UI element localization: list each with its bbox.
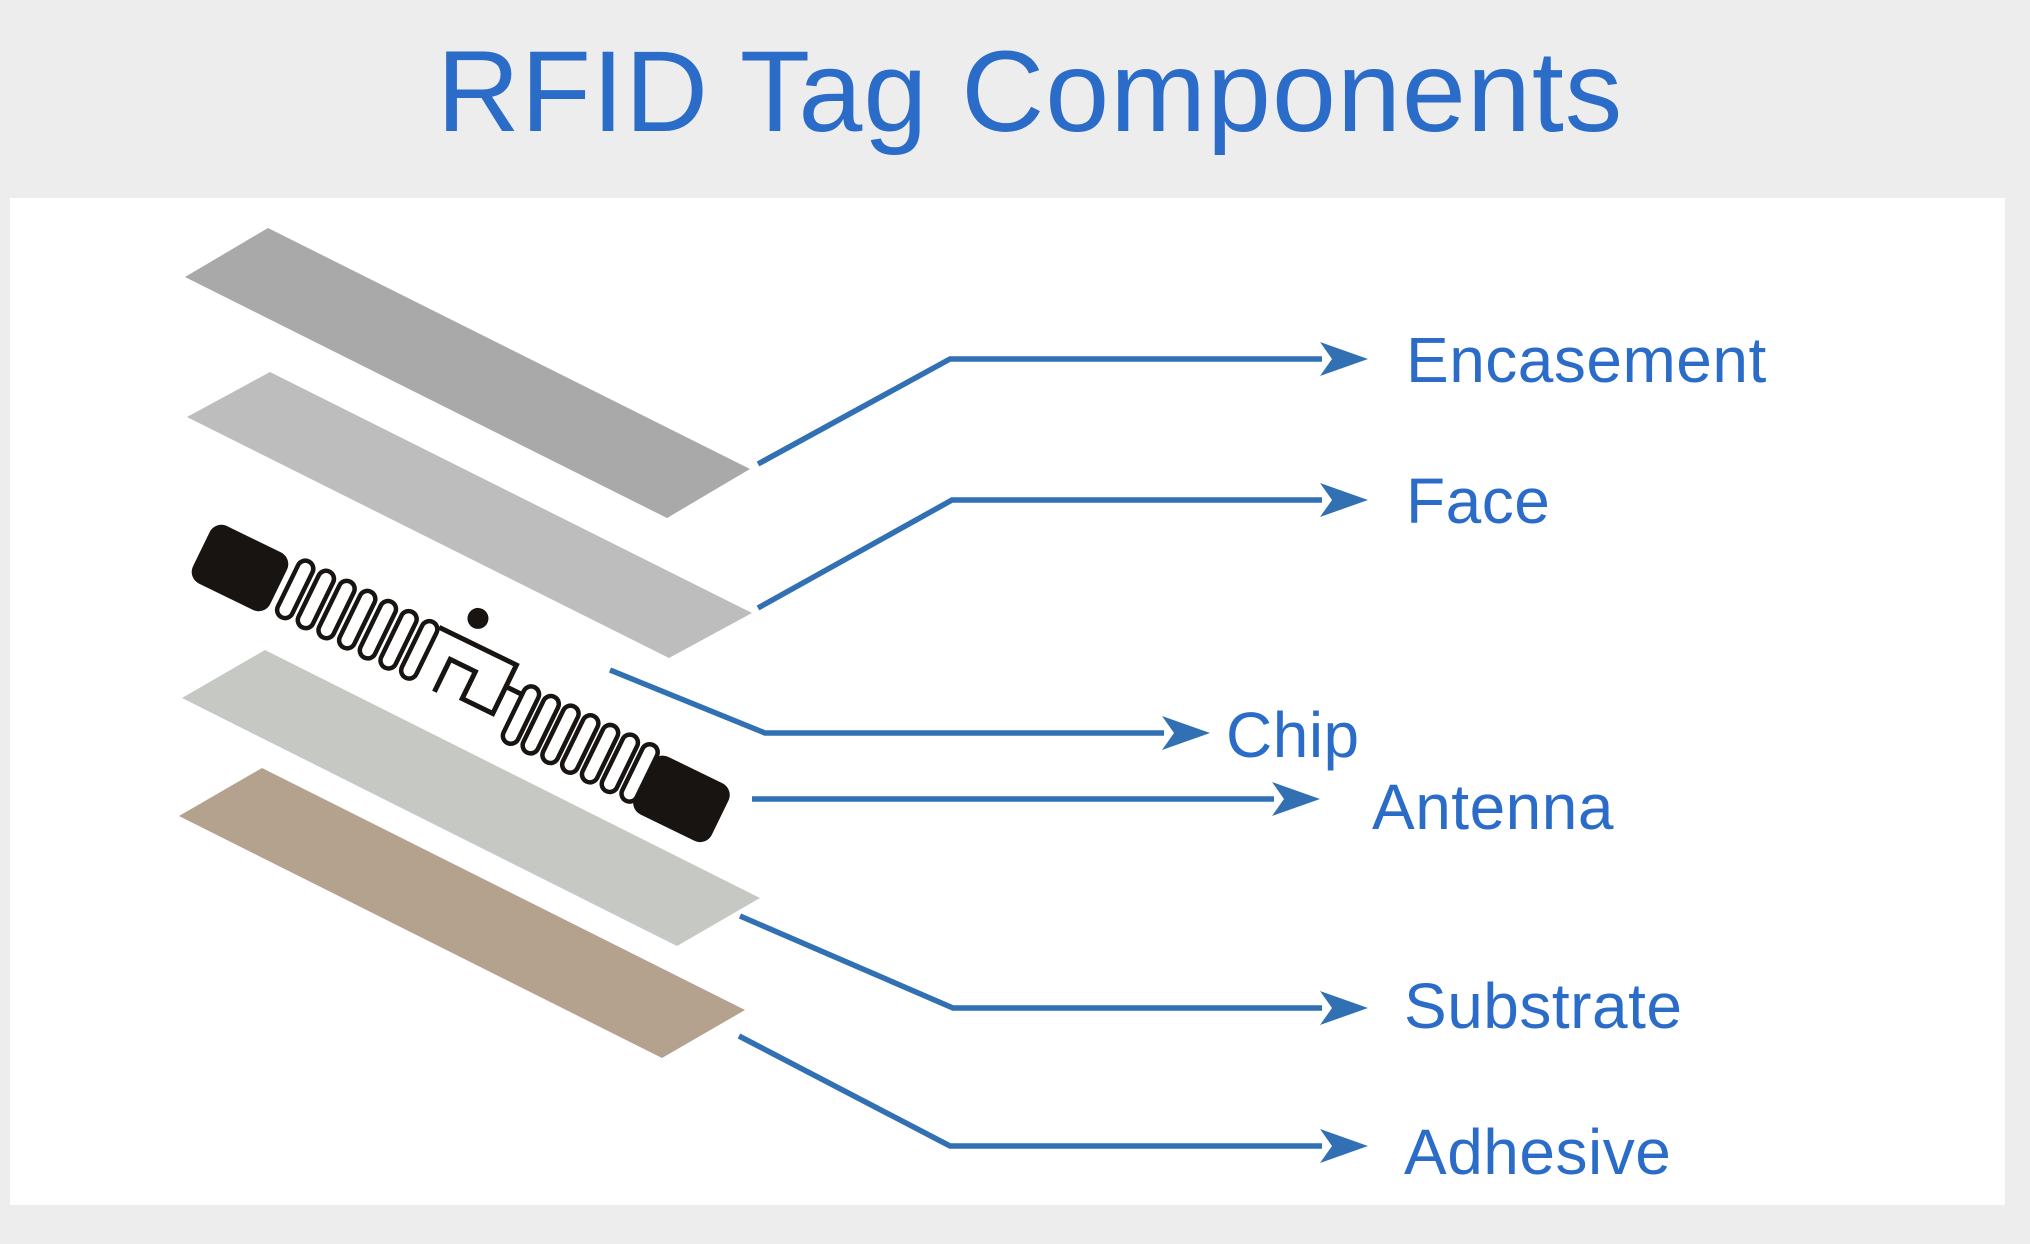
arrowhead-adhesive (1320, 1129, 1368, 1163)
antenna-pads (191, 524, 730, 843)
arrowhead-chip (1162, 716, 1210, 750)
coil-loop (378, 608, 419, 671)
layer-shape-adhesive (179, 768, 745, 1058)
coil-loop (599, 732, 641, 795)
antenna-inlay (191, 524, 730, 843)
coil-loop (274, 558, 316, 621)
coil-loop (398, 618, 440, 681)
label-face: Face (1406, 465, 1550, 537)
coil-loop (357, 598, 399, 661)
coil-loop (316, 578, 357, 641)
antenna-pad-left (191, 524, 289, 612)
coil-loop (619, 741, 660, 804)
coil-loop (540, 703, 581, 766)
leader-encasement (756, 356, 1322, 467)
label-antenna: Antenna (1372, 771, 1614, 843)
arrowhead-encasement (1320, 342, 1368, 376)
label-adhesive: Adhesive (1404, 1116, 1671, 1188)
leader-lines (608, 356, 1322, 1149)
coil-loop (520, 693, 562, 756)
leader-arrowheads (1162, 342, 1368, 1163)
label-substrate: Substrate (1404, 970, 1682, 1042)
layer-shape-face (187, 372, 752, 658)
arrowhead-antenna (1272, 782, 1320, 816)
label-encasement: Encasement (1406, 324, 1767, 396)
label-chip: Chip (1226, 699, 1360, 771)
coil-loop (500, 684, 542, 746)
arrowhead-face (1320, 483, 1368, 517)
layer-shape-encasement (185, 228, 750, 518)
coil-loop (579, 722, 621, 785)
page-title: RFID Tag Components (437, 28, 1624, 156)
leader-chip (608, 667, 1164, 736)
antenna-pad-right (633, 755, 730, 843)
arrowhead-substrate (1320, 991, 1368, 1025)
layer-shape-substrate (182, 650, 760, 946)
antenna-meander-left (274, 558, 440, 681)
chip-dot (467, 607, 489, 629)
leader-adhesive (737, 1033, 1322, 1149)
leader-face (756, 497, 1322, 611)
leader-substrate (738, 913, 1322, 1011)
coil-loop (559, 713, 601, 775)
coil-loop (336, 588, 378, 651)
antenna-meander-right (500, 684, 660, 804)
layer-labels: Encasement Face Chip Antenna Substrate A… (1226, 324, 1767, 1188)
coil-loop (295, 568, 337, 631)
